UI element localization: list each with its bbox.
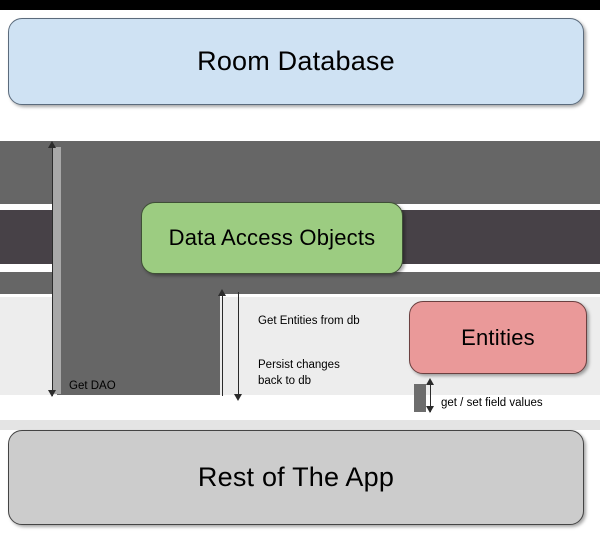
- get-dao-arrowhead-bottom: [48, 390, 56, 397]
- node-rest-of-the-app-label: Rest of The App: [197, 461, 395, 492]
- get-entities-line[interactable]: [222, 294, 223, 396]
- artifact-band-top: [0, 0, 600, 10]
- get-set-arrowhead-top: [426, 378, 434, 385]
- get-set-rail: [414, 384, 426, 412]
- artifact-block-right-upper: [220, 141, 600, 204]
- node-room-database-label: Room Database: [197, 45, 395, 76]
- node-room-database[interactable]: Room Database: [8, 18, 584, 105]
- node-data-access-objects[interactable]: Data Access Objects: [141, 202, 403, 274]
- edge-label-get-entities: Get Entities from db: [258, 315, 360, 327]
- artifact-block-lower-right: [404, 272, 600, 294]
- get-dao-rail: [53, 147, 61, 394]
- node-data-access-objects-label: Data Access Objects: [168, 225, 376, 251]
- artifact-band-gray-2: [0, 272, 600, 294]
- get-dao-arrowhead-top: [48, 141, 56, 148]
- persist-changes-arrowhead: [234, 394, 242, 401]
- get-set-arrowhead-bottom: [426, 406, 434, 413]
- node-entities-label: Entities: [461, 324, 535, 350]
- artifact-band-light-2: [0, 420, 600, 430]
- artifact-block-left: [0, 141, 46, 204]
- artifact-block-mid-right: [404, 210, 600, 264]
- artifact-block-mid-left: [0, 210, 46, 264]
- get-set-line[interactable]: [430, 383, 431, 412]
- get-entities-arrowhead: [218, 289, 226, 296]
- node-rest-of-the-app[interactable]: Rest of The App: [8, 430, 584, 525]
- artifact-band-gray-1: [0, 141, 600, 204]
- persist-changes-line[interactable]: [238, 292, 239, 396]
- get-dao-line[interactable]: [52, 146, 53, 396]
- artifact-block-lower: [0, 272, 46, 294]
- node-entities[interactable]: Entities: [409, 301, 587, 374]
- edge-label-get-set-field-values: get / set field values: [441, 397, 543, 409]
- artifact-band-white-3: [0, 294, 600, 297]
- edge-label-persist-changes: Persist changes back to db: [258, 359, 340, 387]
- edge-label-get-dao: Get DAO: [69, 380, 116, 392]
